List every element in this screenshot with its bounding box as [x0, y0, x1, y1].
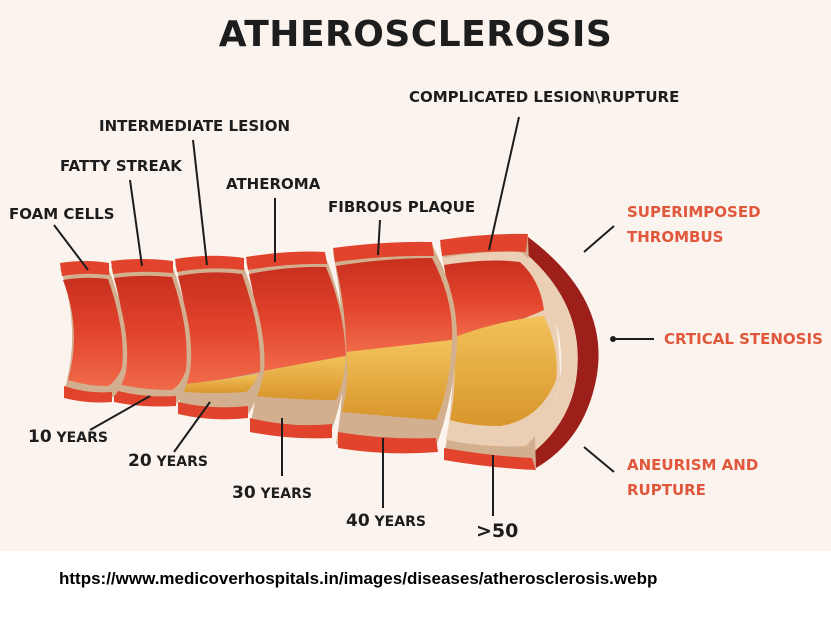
pointer-complicated-lesion: [488, 116, 520, 251]
label-50-years: >50: [476, 520, 518, 542]
label-fibrous-plaque: FIBROUS PLAQUE: [328, 198, 476, 216]
label-atheroma: ATHEROMA: [226, 175, 321, 193]
artery-segment-1: [60, 261, 128, 403]
pointer-intermediate-lesion: [192, 139, 208, 266]
label-complicated-lesion: COMPLICATED LESION\RUPTURE: [409, 88, 680, 106]
pointer-20-years: [173, 401, 211, 453]
years-word: YEARS: [374, 514, 426, 530]
diagram-title: ATHEROSCLEROSIS: [218, 14, 613, 55]
age-20: 20: [128, 451, 152, 471]
label-10-years: 10 YEARS: [28, 427, 108, 447]
pointer-foam-cells: [53, 224, 89, 271]
pointer-lines: [53, 116, 654, 516]
end-cap-tissue: [500, 244, 578, 462]
artery-segment-3: [175, 255, 265, 420]
label-fatty-streak: FATTY STREAK: [60, 157, 182, 175]
label-rupture: RUPTURE: [627, 481, 706, 499]
artery-diagram: [53, 116, 654, 516]
pointer-fatty-streak: [129, 179, 143, 267]
age-30: 30: [232, 483, 256, 503]
artery-segment-2: [111, 259, 192, 407]
label-30-years: 30 YEARS: [232, 483, 312, 503]
label-aneurism: ANEURISM AND: [627, 456, 759, 474]
label-thrombus: THROMBUS: [627, 228, 724, 246]
years-word: YEARS: [156, 454, 208, 470]
label-20-years: 20 YEARS: [128, 451, 208, 471]
artery-end-cap: [514, 237, 599, 468]
label-critical-stenosis: CRTICAL STENOSIS: [664, 330, 823, 348]
artery-segment-5: [333, 241, 457, 454]
years-word: YEARS: [56, 430, 108, 446]
pointer-fibrous-plaque: [377, 219, 381, 256]
artery-segment-4: [246, 251, 347, 439]
age-50: >50: [476, 520, 519, 542]
pointer-thrombus: [583, 225, 615, 253]
label-superimposed: SUPERIMPOSED: [627, 203, 761, 221]
label-intermediate-lesion: INTERMEDIATE LESION: [99, 117, 291, 135]
artery-segment-6: [440, 233, 560, 470]
label-foam-cells: FOAM CELLS: [9, 205, 115, 223]
years-word: YEARS: [260, 486, 312, 502]
age-40: 40: [346, 511, 370, 531]
pointer-dot-stenosis: [610, 336, 616, 342]
pointer-10-years: [89, 395, 151, 431]
age-10: 10: [28, 427, 52, 447]
source-url: https://www.medicoverhospitals.in/images…: [59, 569, 658, 588]
label-40-years: 40 YEARS: [346, 511, 426, 531]
pointer-aneurism: [583, 446, 615, 473]
